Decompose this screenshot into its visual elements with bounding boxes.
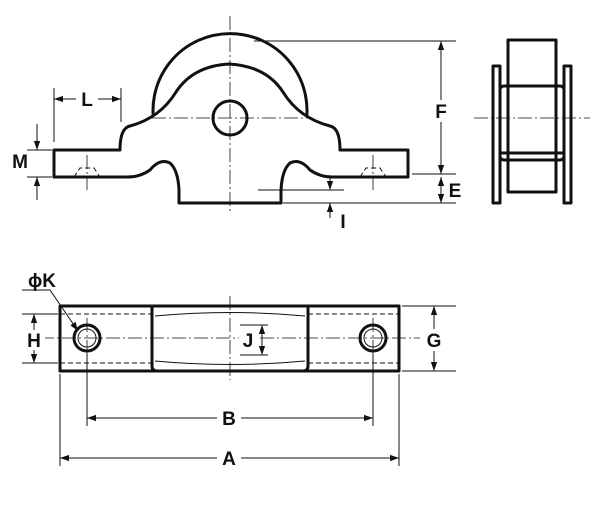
dim-label-m: M (12, 152, 28, 173)
dim-label-f: F (435, 102, 447, 123)
side-view (474, 38, 590, 205)
label-f-bg (430, 100, 452, 122)
dim-label-e: E (449, 181, 462, 202)
label-g-bg (423, 329, 445, 351)
dim-label-l: L (81, 90, 93, 111)
dim-label-g: G (427, 331, 442, 352)
dim-label-j: J (243, 331, 254, 352)
dim-label-b: B (222, 409, 236, 430)
dim-label-a: A (222, 449, 236, 470)
top-view: A B G H J ϕK (22, 271, 456, 470)
label-h-bg (23, 330, 45, 350)
label-b-bg (217, 407, 241, 429)
side-wheel (506, 38, 558, 194)
dim-leader-k (22, 289, 79, 332)
dim-label-h: H (27, 331, 41, 352)
side-left-plate (491, 64, 502, 205)
dim-label-i: I (340, 212, 345, 233)
wheel-top-curve (154, 312, 306, 317)
side-right-plate (562, 64, 573, 205)
wheel-slot (150, 304, 310, 373)
dim-label-k: ϕK (28, 271, 56, 292)
front-view: L M F E I (12, 16, 461, 233)
label-l-bg (76, 88, 98, 110)
label-a-bg (217, 447, 241, 469)
label-j-bg (239, 330, 257, 350)
